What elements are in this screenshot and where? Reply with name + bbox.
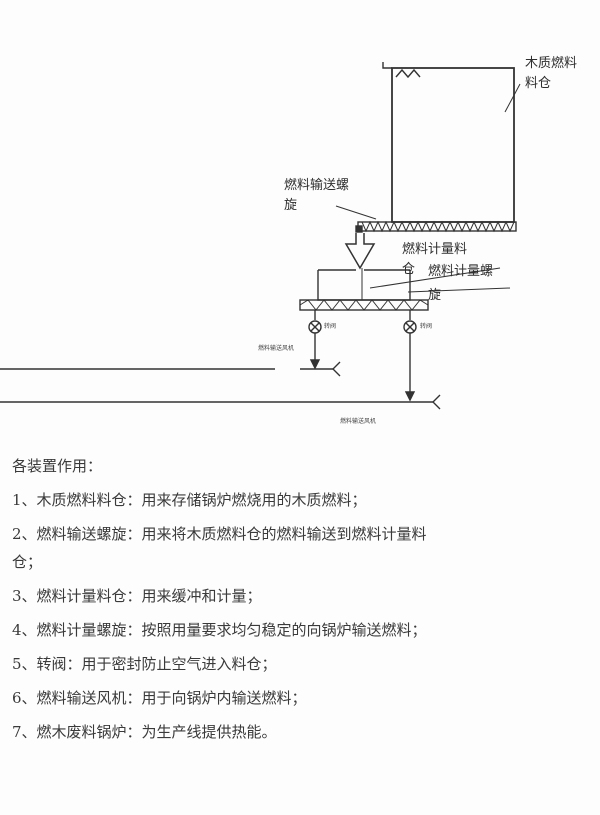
description-item-3: 3、燃料计量料仓：用来缓冲和计量； [12, 587, 262, 605]
description-item-5: 5、转阀：用于密封防止空气进入料仓； [12, 655, 277, 673]
description-item-4: 4、燃料计量螺旋：按照用量要求均匀稳定的向锅炉输送燃料； [12, 621, 427, 639]
rotary-valve-left [308, 320, 322, 334]
label-wood-fuel-silo: 木质燃料 料仓 [525, 56, 578, 91]
label-valve-left: 转阀 [324, 323, 337, 330]
rotary-valve-right [403, 320, 417, 334]
label-valve-right: 转阀 [420, 323, 433, 330]
conveyor-screw [355, 220, 517, 233]
label-fan-upper: 燃料输送风机 [258, 345, 295, 352]
silo-leader [504, 83, 521, 113]
label-metering-silo: 燃料计量料 仓 [402, 242, 468, 277]
label-metering-screw: 燃料计量螺 旋 [428, 264, 494, 303]
equipment-description: 各装置作用： 1、木质燃料料仓：用来存储锅炉燃烧用的木质燃料； 2、燃料输送螺旋… [12, 452, 442, 752]
metering-screw [299, 299, 429, 320]
conveyor-leader [335, 205, 377, 220]
drop-arrow-right [404, 391, 416, 402]
label-fan-lower: 燃料输送风机 [340, 418, 377, 425]
description-title: 各装置作用： [12, 457, 103, 475]
fan-symbol-lower [432, 394, 441, 410]
description-item-2: 2、燃料输送螺旋：用来将木质燃料仓的燃料输送到燃料计量料仓； [12, 525, 427, 571]
description-item-6: 6、燃料输送风机：用于向锅炉内输送燃料； [12, 689, 307, 707]
silo-inlet-mark [382, 62, 392, 69]
label-conveyor-screw: 燃料输送螺 旋 [284, 178, 350, 213]
metering-silo-leader [369, 267, 501, 289]
description-item-1: 1、木质燃料料仓：用来存储锅炉燃烧用的木质燃料； [12, 491, 367, 509]
metering-silo [317, 268, 411, 301]
flow-down-arrow [344, 233, 376, 270]
metering-screw-leader [407, 287, 511, 293]
process-diagram [0, 62, 521, 410]
drop-arrow-left [309, 359, 321, 370]
wood-fuel-silo [391, 67, 515, 223]
description-item-7: 7、燃木废料锅炉：为生产线提供热能。 [12, 723, 277, 741]
fan-symbol-upper [332, 361, 341, 377]
silo-vent-mark [395, 68, 421, 79]
